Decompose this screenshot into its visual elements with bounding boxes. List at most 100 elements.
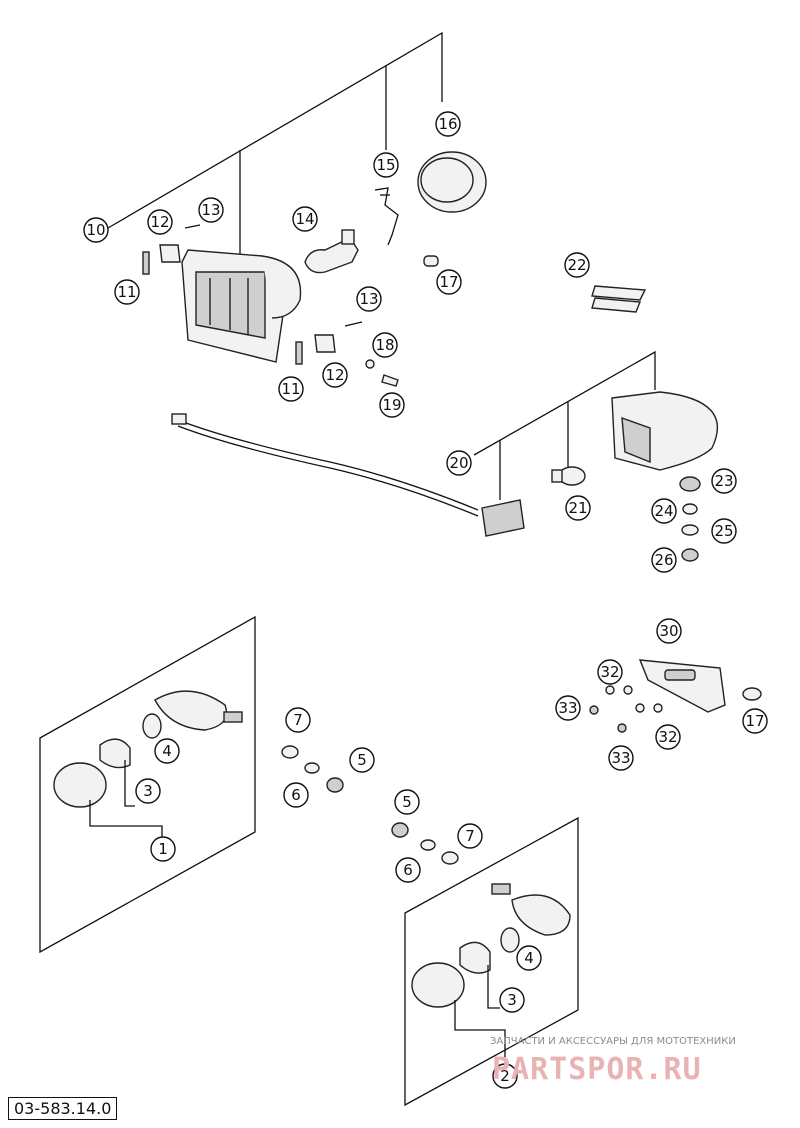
callout-1: 1	[150, 836, 176, 862]
front-indicator-frame	[39, 615, 256, 954]
svg-text:10: 10	[86, 221, 105, 239]
callout-14: 14	[292, 206, 318, 232]
callout-20: 20	[446, 450, 472, 476]
svg-text:5: 5	[357, 751, 367, 769]
callout-2: 2	[492, 1063, 518, 1089]
svg-text:21: 21	[568, 499, 587, 517]
headlight-leader-lines	[107, 31, 443, 255]
svg-text:23: 23	[714, 472, 733, 490]
svg-text:24: 24	[654, 502, 673, 520]
taillight-leader-lines	[473, 350, 656, 500]
svg-text:4: 4	[524, 949, 534, 967]
wiring-harness	[171, 413, 479, 517]
callout-12: 12	[147, 209, 173, 235]
taillight-socket	[481, 499, 525, 537]
callout-4-rear: 4	[516, 945, 542, 971]
headlight-bulb	[304, 229, 359, 274]
callout-19: 19	[379, 392, 405, 418]
callout-22: 22	[564, 252, 590, 278]
callout-13: 13	[198, 197, 224, 223]
headlight-bracket-clip	[374, 187, 399, 246]
svg-text:19: 19	[382, 396, 401, 414]
taillight-nuts-washers	[679, 476, 701, 562]
svg-text:20: 20	[449, 454, 468, 472]
svg-text:26: 26	[654, 551, 673, 569]
svg-text:7: 7	[293, 711, 303, 729]
callout-33-left: 33	[555, 695, 581, 721]
callout-32-lower: 32	[655, 724, 681, 750]
watermark-logo: PARTSPOR.RU	[492, 1052, 702, 1087]
svg-text:14: 14	[295, 210, 314, 228]
callout-26: 26	[651, 547, 677, 573]
callout-4-front: 4	[154, 738, 180, 764]
svg-text:1: 1	[158, 840, 168, 858]
headlight-housing	[181, 249, 302, 363]
svg-text:32: 32	[600, 663, 619, 681]
headlight-lens-rim	[417, 151, 487, 213]
svg-text:4: 4	[162, 742, 172, 760]
callout-5-upper: 5	[349, 747, 375, 773]
watermark-tagline: ЗАПЧАСТИ И АКСЕССУАРЫ ДЛЯ МОТОТЕХНИКИ	[490, 1036, 736, 1047]
callout-6-lower: 6	[395, 857, 421, 883]
svg-text:12: 12	[150, 213, 169, 231]
svg-text:11: 11	[117, 283, 136, 301]
taillight-bulb	[551, 466, 586, 486]
callout-11-lower: 11	[278, 376, 304, 402]
svg-text:5: 5	[402, 793, 412, 811]
svg-text:12: 12	[325, 366, 344, 384]
svg-text:6: 6	[403, 861, 413, 879]
taillight-housing	[611, 391, 718, 471]
callout-33-lower: 33	[608, 745, 634, 771]
svg-text:33: 33	[611, 749, 630, 767]
svg-text:18: 18	[375, 336, 394, 354]
rear-indicator-parts	[411, 883, 571, 1065]
callout-17-headlight: 17	[436, 269, 462, 295]
svg-text:11: 11	[281, 380, 300, 398]
callout-32-upper: 32	[597, 659, 623, 685]
svg-text:17: 17	[439, 273, 458, 291]
license-plate-light	[589, 659, 762, 733]
parking-bulb	[423, 255, 439, 267]
svg-text:16: 16	[438, 115, 457, 133]
svg-text:3: 3	[143, 782, 153, 800]
svg-text:33: 33	[558, 699, 577, 717]
callout-24: 24	[651, 498, 677, 524]
svg-text:32: 32	[658, 728, 677, 746]
front-indicator-washers	[281, 745, 459, 865]
svg-text:22: 22	[567, 256, 586, 274]
callout-21: 21	[565, 495, 591, 521]
callout-12-lower: 12	[322, 362, 348, 388]
svg-text:17: 17	[745, 712, 764, 730]
callout-15: 15	[373, 152, 399, 178]
callout-16: 16	[435, 111, 461, 137]
mounting-hardware	[142, 224, 399, 387]
svg-text:13: 13	[201, 201, 220, 219]
callout-17-plate: 17	[742, 708, 768, 734]
reflector-pads	[591, 285, 647, 313]
svg-text:15: 15	[376, 156, 395, 174]
svg-text:25: 25	[714, 522, 733, 540]
callout-25: 25	[711, 518, 737, 544]
callout-23: 23	[711, 468, 737, 494]
svg-text:3: 3	[507, 991, 517, 1009]
svg-text:30: 30	[659, 622, 678, 640]
callout-7-lower: 7	[457, 823, 483, 849]
callout-3-front: 3	[135, 778, 161, 804]
rear-indicator-frame	[404, 816, 579, 1107]
callout-10: 10	[83, 217, 109, 243]
callout-7-upper: 7	[285, 707, 311, 733]
callout-6-upper: 6	[283, 782, 309, 808]
diagram-code-label: 03-583.14.0	[8, 1097, 118, 1120]
svg-text:6: 6	[291, 786, 301, 804]
callout-3-rear: 3	[499, 987, 525, 1013]
front-indicator-parts	[53, 690, 243, 842]
svg-text:7: 7	[465, 827, 475, 845]
callout-11: 11	[114, 279, 140, 305]
callout-30: 30	[656, 618, 682, 644]
callout-18: 18	[372, 332, 398, 358]
svg-text:13: 13	[359, 290, 378, 308]
callout-5-lower: 5	[394, 789, 420, 815]
svg-text:2: 2	[500, 1067, 510, 1085]
callout-13-lower: 13	[356, 286, 382, 312]
